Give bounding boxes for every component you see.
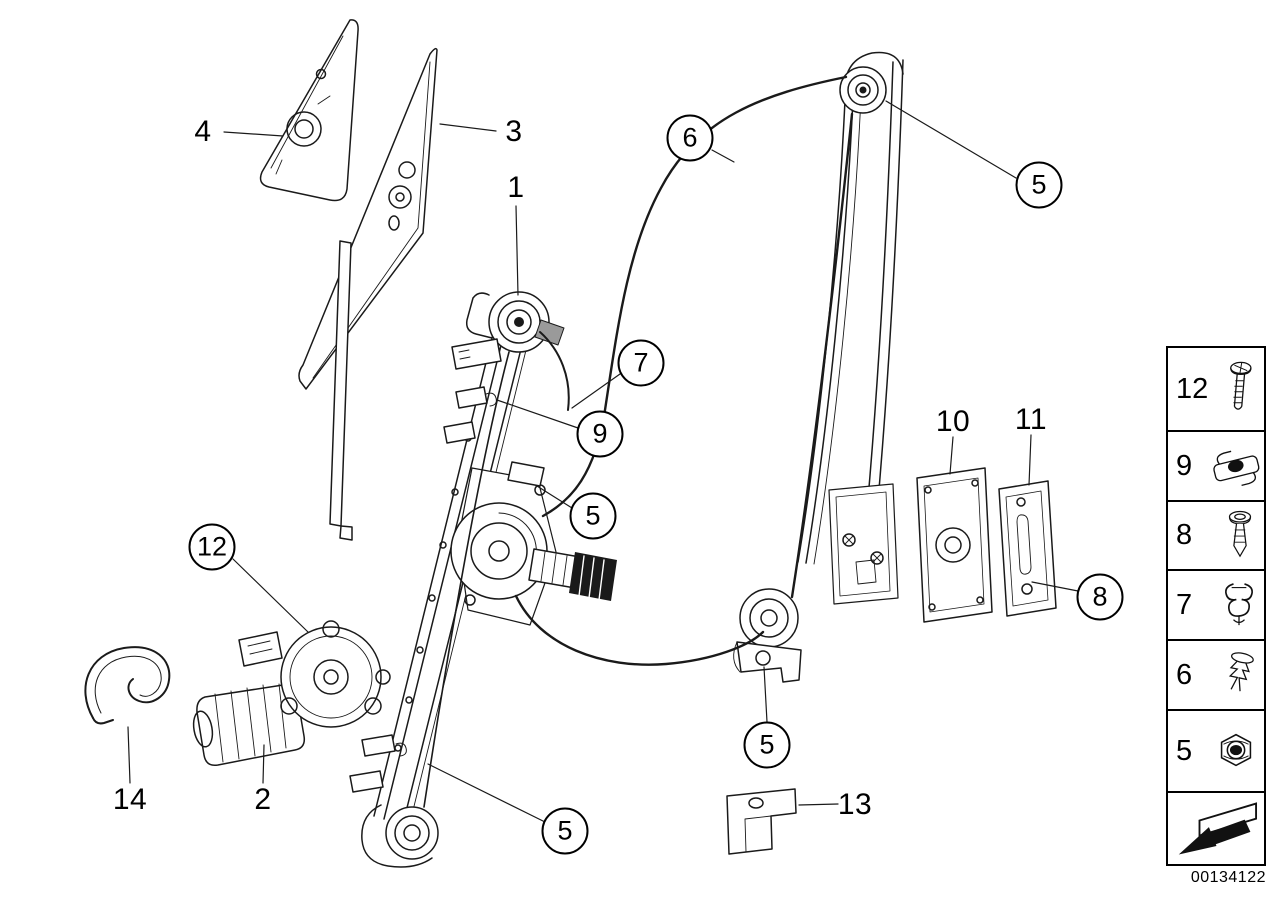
hex-nut-icon <box>1211 726 1261 776</box>
callout-13-label[interactable]: 13 <box>837 788 873 821</box>
regulator-rail <box>349 291 550 868</box>
cable-drum-assembly <box>450 319 617 626</box>
legend-number: 12 <box>1176 372 1209 405</box>
legend-number: 7 <box>1176 588 1193 621</box>
legend-row-7[interactable]: 7 <box>1168 571 1264 641</box>
callout-6-bubble[interactable]: 6 <box>666 114 714 162</box>
callout-1-label[interactable]: 1 <box>507 171 525 204</box>
direction-arrow-icon <box>1170 796 1262 862</box>
spring-clip-icon <box>1217 578 1261 632</box>
gasket-plate-11 <box>998 480 1057 617</box>
fasteners-legend: 12 9 <box>1166 346 1266 866</box>
callout-10-label[interactable]: 10 <box>935 405 971 438</box>
callout-7-bubble[interactable]: 7 <box>617 339 665 387</box>
callout-5-drum-bubble[interactable]: 5 <box>569 492 617 540</box>
legend-row-12[interactable]: 12 <box>1168 348 1264 432</box>
legend-row-8[interactable]: 8 <box>1168 502 1264 571</box>
callout-5-foot-bubble[interactable]: 5 <box>743 721 791 769</box>
callout-4-label[interactable]: 4 <box>194 115 212 148</box>
lift-cables <box>423 75 854 808</box>
legend-row-6[interactable]: 6 <box>1168 641 1264 711</box>
clip-14 <box>84 646 171 725</box>
callout-2-label[interactable]: 2 <box>254 783 272 816</box>
legend-number: 5 <box>1176 734 1193 767</box>
window-motor <box>192 620 391 767</box>
oval-head-screw-icon <box>1219 508 1261 564</box>
legend-row-5[interactable]: 5 <box>1168 711 1264 791</box>
callout-11-label[interactable]: 11 <box>1014 403 1048 436</box>
mirror-triangle-trim <box>259 19 359 202</box>
clip-nut-icon <box>1211 441 1261 491</box>
callout-8-bubble[interactable]: 8 <box>1076 573 1124 621</box>
bracket-13 <box>726 788 797 855</box>
callout-12-bubble[interactable]: 12 <box>188 523 236 571</box>
callout-9-bubble[interactable]: 9 <box>576 410 624 458</box>
mount-plate-10 <box>916 467 993 623</box>
legend-row-9[interactable]: 9 <box>1168 432 1264 502</box>
callout-5-top-bubble[interactable]: 5 <box>1015 161 1063 209</box>
legend-direction-cell[interactable] <box>1168 791 1264 864</box>
diagram-id: 00134122 <box>1190 869 1266 886</box>
legend-number: 6 <box>1176 658 1193 691</box>
screw-icon <box>1217 358 1261 420</box>
legend-number: 9 <box>1176 449 1193 482</box>
leader-lines <box>127 100 1079 823</box>
expanding-rivet-icon <box>1217 648 1261 702</box>
legend-number: 8 <box>1176 519 1193 551</box>
window-guide-triangle <box>298 47 438 541</box>
callout-14-label[interactable]: 14 <box>112 783 148 816</box>
callout-3-label[interactable]: 3 <box>505 115 523 148</box>
callout-5-rail-bubble[interactable]: 5 <box>541 807 589 855</box>
door-frame-rail <box>733 51 904 683</box>
